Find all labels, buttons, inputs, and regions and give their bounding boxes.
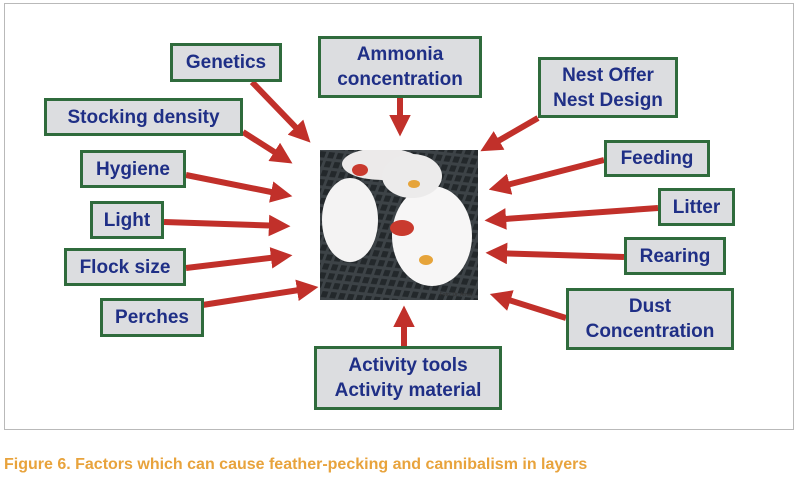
factor-label-line1: Ammonia [356, 44, 444, 65]
factor-label-line1: Dust [628, 296, 672, 317]
arrow-dust [489, 290, 567, 321]
factor-rearing: Rearing [624, 237, 726, 275]
arrow-feeding [488, 157, 605, 195]
arrow-rearing [485, 242, 625, 265]
factor-litter: Litter [658, 188, 735, 226]
factor-label-line1: Activity tools [348, 355, 468, 376]
factor-label-line1: Nest Offer [562, 64, 654, 86]
arrow-stocking-density [241, 129, 293, 164]
factor-genetics: Genetics [170, 43, 282, 82]
figure-caption: Figure 6. Factors which can cause feathe… [4, 456, 588, 473]
factor-label: Genetics [185, 52, 267, 73]
factor-label: Flock size [79, 256, 171, 278]
arrow-litter [484, 205, 659, 230]
factor-label: Hygiene [96, 158, 170, 180]
factor-label: Feeding [620, 148, 694, 169]
factor-light: Light [90, 201, 164, 239]
arrow-hygiene [185, 172, 293, 203]
factor-nest-offer-design: Nest Offer Nest Design [538, 57, 678, 118]
photo-credit: Foto: Dr. Arndt [440, 292, 473, 298]
factor-ammonia-concentration: Ammonia concentration [318, 36, 482, 98]
factor-feeding: Feeding [604, 140, 710, 177]
hens-photo: Foto: Dr. Arndt [320, 150, 478, 300]
factor-label-line2: Activity material [334, 380, 482, 401]
arrow-perches [195, 279, 319, 309]
arrow-flock-size [185, 247, 293, 271]
factor-label: Stocking density [67, 106, 220, 128]
factor-hygiene: Hygiene [80, 150, 186, 188]
factor-label: Rearing [639, 245, 711, 267]
factor-label-line2: concentration [337, 69, 463, 90]
factor-label: Light [103, 209, 151, 231]
factor-activity-tools-material: Activity tools Activity material [314, 346, 502, 410]
factor-label-line2: Nest Design [553, 89, 663, 111]
arrow-nest [480, 115, 540, 152]
arrow-genetics [249, 79, 311, 143]
arrow-light [163, 214, 291, 237]
factor-perches: Perches [100, 298, 204, 337]
factor-label: Perches [115, 307, 189, 328]
factor-label: Litter [672, 196, 721, 218]
factor-dust-concentration: Dust Concentration [566, 288, 734, 350]
factor-flock-size: Flock size [64, 248, 186, 286]
factor-label-line2: Concentration [585, 321, 715, 342]
factor-stocking-density: Stocking density [44, 98, 243, 136]
